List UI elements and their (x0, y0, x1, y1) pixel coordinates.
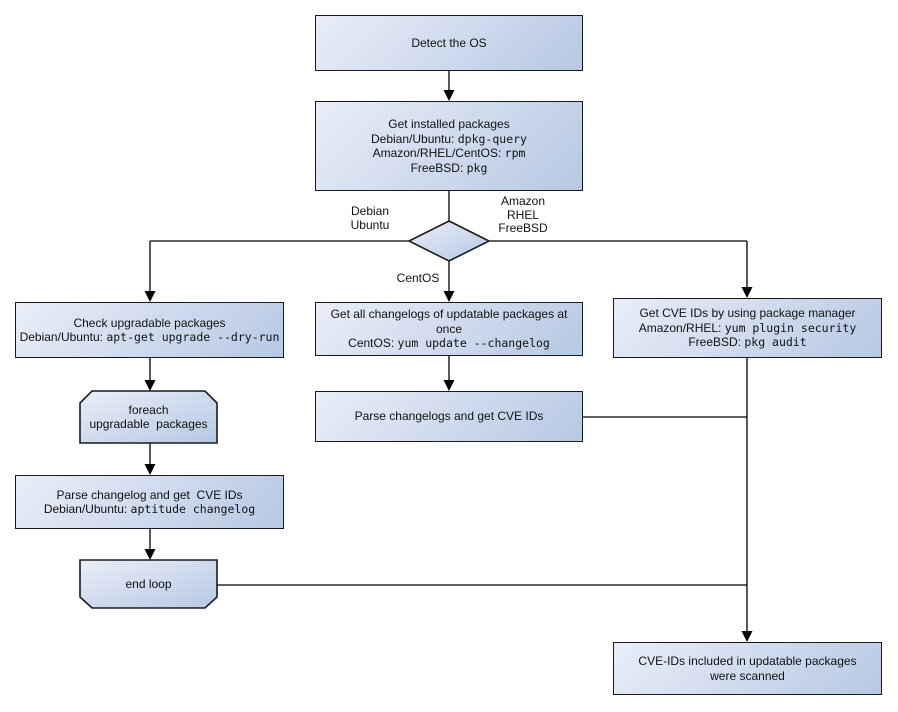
cmd-label: FreeBSD: (688, 335, 745, 350)
node-check-upgradable: Check upgradable packages Debian/Ubuntu:… (15, 302, 284, 358)
node-line: were scanned (710, 668, 785, 683)
branch-label-debian-ubuntu: Debian Ubuntu (330, 204, 410, 232)
node-line: CVE-IDs included in updatable packages (638, 654, 857, 668)
arrowhead-installed (443, 90, 455, 101)
node-detect-os-text: Detect the OS (411, 35, 487, 50)
branch-label-line: CentOS (396, 271, 440, 285)
cmd-label: CentOS: (348, 336, 398, 351)
cmd-label: Debian/Ubuntu: (371, 131, 458, 146)
cmd-label: Debian/Ubuntu: (19, 330, 107, 344)
decision-os-diamond (407, 220, 491, 262)
node-foreach-loop: foreach upgradable packages (80, 391, 217, 443)
arrowhead-get-changelogs (443, 291, 455, 302)
node-title: Get CVE IDs by using package manager (639, 306, 856, 321)
arrowhead-end-loop (144, 549, 156, 560)
cmd-text: yum update --changelog (397, 336, 550, 351)
cmd-text: pkg audit (744, 335, 807, 350)
node-title: Get installed packages (388, 117, 510, 131)
node-title: Parse changelog and get CVE IDs (56, 487, 243, 502)
end-loop-shape (79, 559, 218, 609)
node-title: Parse changelogs and get CVE IDs (354, 409, 544, 424)
cmd-text: apt-get upgrade --dry-run (106, 330, 280, 344)
node-get-all-changelogs: Get all changelogs of updatable packages… (315, 302, 583, 356)
cmd-label: Amazon/RHEL: (638, 320, 725, 335)
node-line: foreach (128, 402, 169, 417)
cmd-label: Debian/Ubuntu: (43, 502, 131, 516)
cmd-label: FreeBSD: (410, 160, 467, 175)
arrowhead-parse-left (144, 464, 156, 475)
node-line: upgradable packages (89, 417, 208, 431)
cmd-text: pkg (466, 160, 488, 175)
branch-label-line: Amazon (500, 194, 546, 208)
node-title: Get all changelogs of updatable packages… (330, 307, 571, 336)
arrowhead-foreach (144, 380, 156, 391)
node-line: end loop (125, 576, 172, 591)
cmd-text: yum plugin security (724, 320, 857, 335)
branch-label-line: FreeBSD (498, 221, 548, 235)
arrowhead-check-upgradable (144, 291, 156, 302)
branch-label-centos: CentOS (378, 271, 458, 286)
node-title: Check upgradable packages (73, 315, 226, 330)
branch-label-amazon-rhel-freebsd: Amazon RHEL FreeBSD (483, 194, 563, 236)
arrowhead-parse-mid (443, 380, 455, 391)
cmd-text: rpm (504, 146, 526, 160)
node-result-scanned: CVE-IDs included in updatable packages w… (613, 642, 882, 695)
node-end-loop: end loop (80, 560, 217, 608)
branch-label-line: RHEL (506, 207, 539, 222)
foreach-loop-shape (79, 390, 218, 444)
arrowhead-result (741, 631, 753, 642)
node-parse-changelogs-mid: Parse changelogs and get CVE IDs (315, 391, 583, 442)
node-parse-changelog-left: Parse changelog and get CVE IDs Debian/U… (15, 475, 284, 529)
cmd-text: dpkg-query (457, 131, 527, 146)
cmd-label: Amazon/RHEL/CentOS: (372, 146, 505, 160)
node-get-installed-packages: Get installed packages Debian/Ubuntu: dp… (315, 101, 583, 191)
cmd-text: aptitude changelog (130, 502, 256, 516)
branch-label-line: Debian (350, 204, 390, 218)
node-get-cve-ids: Get CVE IDs by using package manager Ama… (613, 298, 882, 358)
node-detect-os: Detect the OS (315, 15, 583, 71)
arrowhead-get-cve (741, 287, 753, 298)
branch-label-line: Ubuntu (350, 217, 390, 232)
